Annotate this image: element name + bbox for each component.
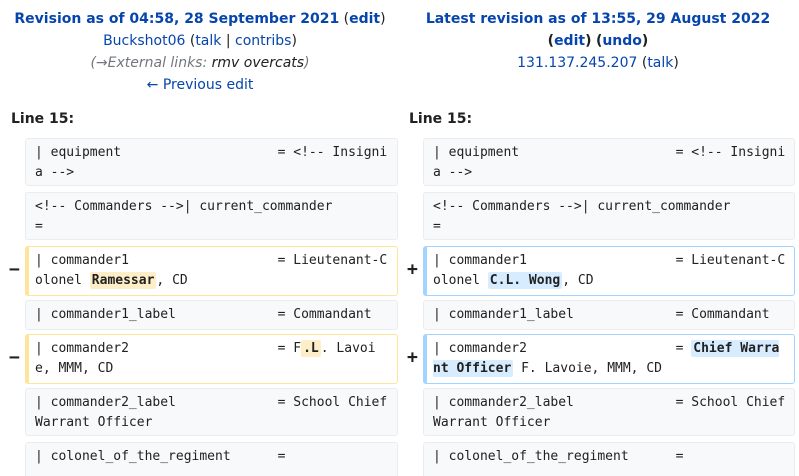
paren-open: ( [343,11,350,27]
deleted-line-marker: − [9,259,20,280]
deleted-line-marker: − [9,347,20,368]
diff-context-right-commander2-label: | commander2_label = School Chief Warran… [423,388,795,436]
added-line-marker: + [407,259,418,280]
section-link[interactable]: →External links: [95,55,208,71]
summary-text: rmv overcats [211,55,305,71]
old-edit-link[interactable]: edit [349,11,381,27]
paren-close: ) [380,11,386,27]
diff-context-right-commanders: <!-- Commanders -->| current_commander = [423,192,795,240]
old-user-talk-link[interactable]: talk [195,33,222,49]
diff-deleted-commander2: | commander2 = F.L. Lavoie, MMM, CD [25,334,398,384]
diff-context-right-colonel: | colonel_of_the_regiment = [423,442,795,476]
deleted-word: Ramessar [89,272,157,289]
diff-context-left-commander1-label: | commander1_label = Commandant [25,300,398,330]
diff-context-left-equipment: | equipment = <!-- Insignia --> [25,138,398,186]
new-user-talk-link[interactable]: talk [647,55,674,71]
diff-context-left-colonel: | colonel_of_the_regiment = [25,442,398,476]
added-line-marker: + [407,347,418,368]
right-line-number: Line 15: [409,111,473,127]
new-revision-header: Latest revision as of 13:55, 29 August 2… [425,11,771,71]
diff-context-left-commander2-label: | commander2_label = School Chief Warran… [25,388,398,436]
old-user-contribs-link[interactable]: contribs [235,33,292,49]
edit-summary: (→External links: rmv overcats) [90,55,310,71]
diff-added-commander2: | commander2 = Chief Warrant Officer F. … [423,334,795,384]
old-revision-header: Revision as of 04:58, 28 September 2021 … [0,8,400,96]
diff-context-right-equipment: | equipment = <!-- Insignia --> [423,138,795,186]
left-line-number: Line 15: [11,111,75,127]
previous-edit-link[interactable]: ← Previous edit [146,77,254,93]
diff-deleted-commander1: | commander1 = Lieutenant-Colonel Ramess… [25,246,398,296]
new-revision-link[interactable]: Latest revision as of 13:55, 29 August 2… [425,11,771,27]
new-edit-link[interactable]: edit [554,33,586,49]
diff-added-commander1: | commander1 = Lieutenant-Colonel C.L. W… [423,246,795,296]
new-user-link[interactable]: 131.137.245.207 [517,55,638,71]
diff-context-left-commanders: <!-- Commanders -->| current_commander = [25,192,398,240]
old-revision-link[interactable]: Revision as of 04:58, 28 September 2021 [14,11,340,27]
old-user-link[interactable]: Buckshot06 [103,33,186,49]
diff-context-right-commander1-label: | commander1_label = Commandant [423,300,795,330]
added-word: C.L. Wong [487,272,563,289]
undo-link[interactable]: undo [602,33,642,49]
deleted-word: .L [301,340,321,357]
